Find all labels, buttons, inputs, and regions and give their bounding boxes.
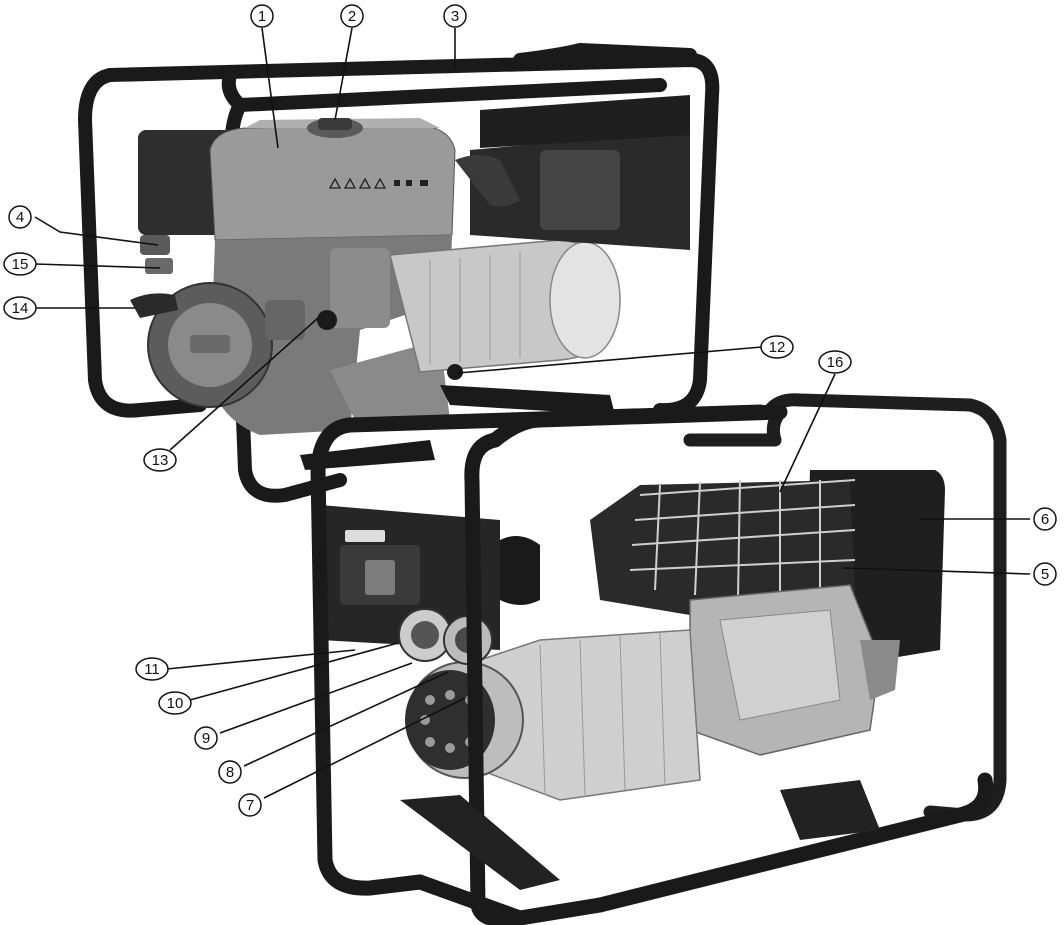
callout-number: 1 bbox=[258, 8, 266, 25]
callout-number: 15 bbox=[12, 256, 29, 273]
callout-number: 4 bbox=[16, 209, 24, 226]
callout-3: 3 bbox=[444, 5, 466, 68]
front-generator bbox=[318, 400, 1000, 920]
callout-number: 13 bbox=[152, 452, 169, 469]
leader-line bbox=[190, 643, 398, 700]
callout-14: 14 bbox=[4, 297, 135, 319]
callout-number: 16 bbox=[827, 354, 844, 371]
callout-number: 3 bbox=[451, 8, 459, 25]
rear-alternator bbox=[390, 240, 620, 380]
callout-number: 5 bbox=[1041, 566, 1049, 583]
callout-number: 9 bbox=[202, 730, 210, 747]
callout-number: 8 bbox=[226, 764, 234, 781]
callout-10: 10 bbox=[159, 643, 398, 714]
callout-number: 7 bbox=[246, 797, 254, 814]
front-control-panel bbox=[320, 505, 540, 664]
callout-number: 11 bbox=[144, 661, 160, 678]
callout-15: 15 bbox=[4, 253, 160, 275]
callout-number: 14 bbox=[12, 300, 29, 317]
rear-back-panel bbox=[455, 95, 690, 250]
callout-9: 9 bbox=[195, 663, 412, 749]
callout-number: 6 bbox=[1041, 511, 1049, 528]
rear-levers bbox=[130, 235, 178, 318]
callout-number: 2 bbox=[348, 8, 356, 25]
callout-number: 10 bbox=[167, 695, 184, 712]
callout-number: 12 bbox=[769, 339, 786, 356]
